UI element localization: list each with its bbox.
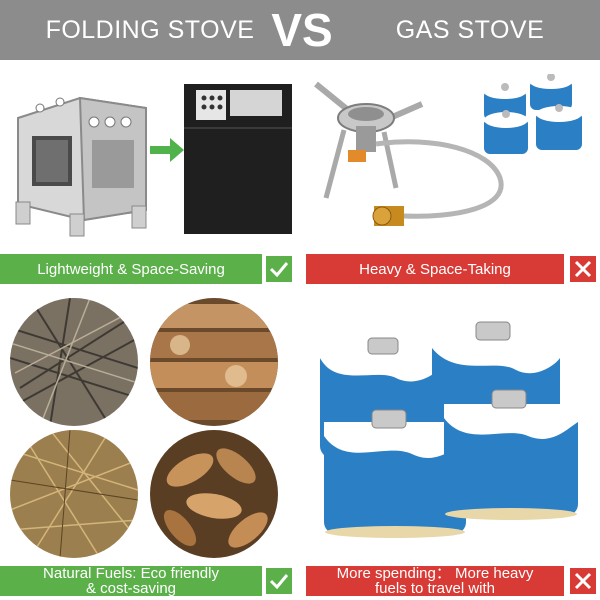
con-label-line-2: fuels to travel with <box>374 580 496 597</box>
check-icon <box>264 566 294 596</box>
check-icon <box>264 254 294 284</box>
header-bar <box>0 0 600 60</box>
pro-label-lightweight: Lightweight & Space-Saving <box>0 254 262 284</box>
gas-canisters-image <box>320 321 578 538</box>
con-label-line-1: More spending： More heavy <box>336 565 534 582</box>
pro-label-line-2: & cost-saving <box>85 580 177 597</box>
gas-burner-image <box>314 81 504 226</box>
small-canisters-image <box>484 74 582 154</box>
folding-stove-image <box>15 96 147 237</box>
firewood-image <box>150 298 278 426</box>
pro-label-line-1: Natural Fuels: Eco friendly <box>43 565 219 582</box>
gas-stove-title: GAS STOVE <box>395 16 545 44</box>
arrow-right-icon <box>150 138 184 162</box>
x-icon <box>568 566 598 596</box>
pro-label-natural-fuels: Natural Fuels: Eco friendly & cost-savin… <box>0 566 262 596</box>
folding-stove-title: FOLDING STOVE <box>45 16 255 44</box>
x-icon <box>568 254 598 284</box>
con-label-more-spending: More spending： More heavy fuels to trave… <box>306 566 564 596</box>
storage-bag-image <box>184 84 292 234</box>
twigs-image <box>10 298 138 426</box>
dry-grass-image <box>10 430 138 558</box>
vs-label: VS <box>271 4 333 56</box>
con-label-heavy: Heavy & Space-Taking <box>306 254 564 284</box>
dry-leaves-image <box>150 430 278 558</box>
